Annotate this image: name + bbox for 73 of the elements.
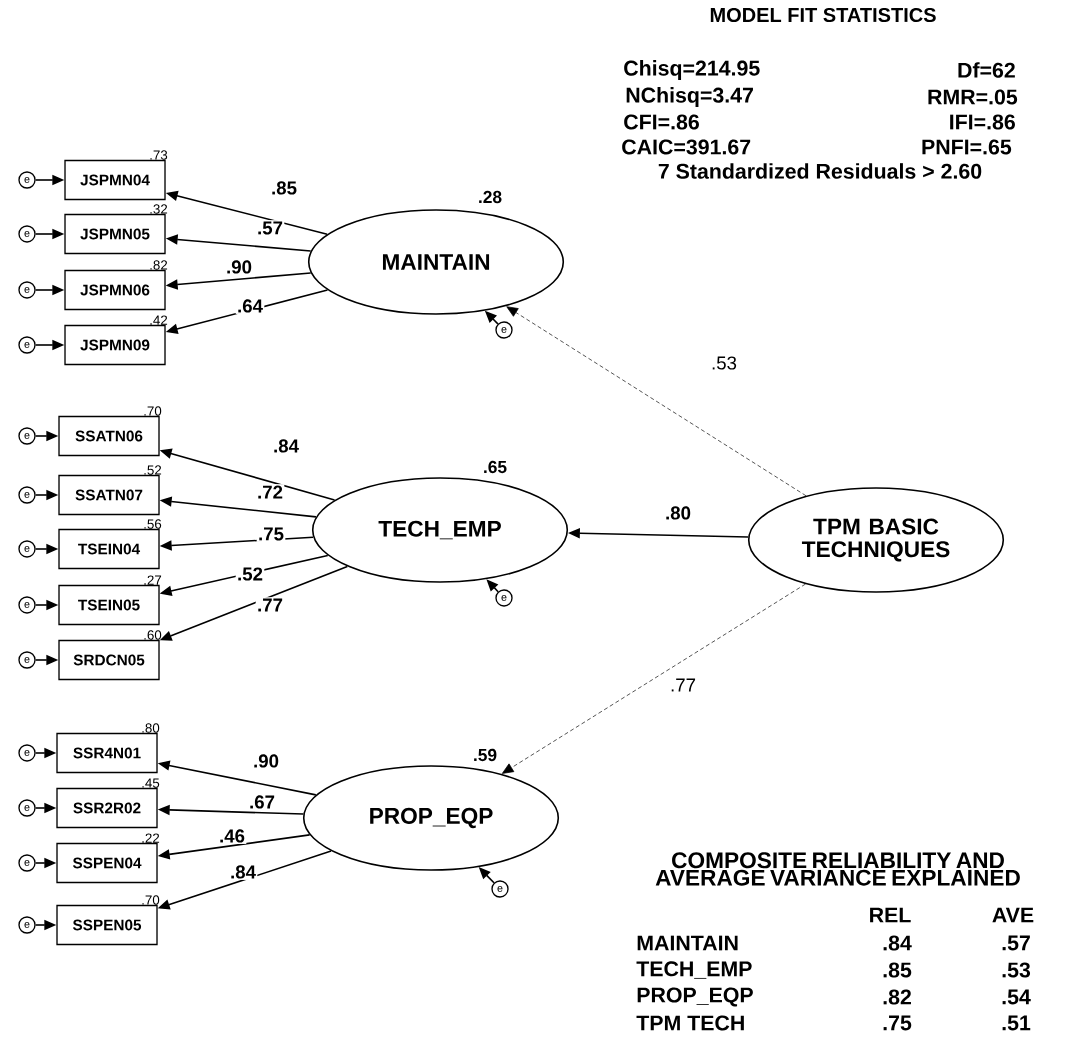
squared-correlation: .73 (150, 150, 168, 160)
squared-correlation: .59 (474, 748, 497, 762)
arrow (506, 306, 807, 497)
squared-correlation: .52 (144, 465, 162, 475)
path-coefficient: .84 (231, 865, 256, 879)
table-cell: .54 (1002, 989, 1031, 1005)
squared-correlation: .82 (150, 260, 168, 270)
indicator-box: SSPEN04 (56, 842, 158, 884)
arrow (486, 579, 499, 593)
squared-correlation: .70 (142, 895, 160, 905)
path-coefficient: .53 (712, 356, 737, 370)
fit-statistic: NChisq=3.47 (626, 87, 753, 107)
squared-correlation: .28 (479, 190, 502, 204)
indicator-box: SSATN07 (58, 474, 160, 516)
indicator-box: TSEIN04 (58, 528, 160, 570)
fit-statistic: CFI=.86 (624, 114, 699, 130)
table-cell: .82 (883, 989, 911, 1005)
indicator-box: TSEIN05 (58, 584, 160, 626)
table-cell: PROP_EQP (637, 987, 753, 1007)
indicator-box: JSPMN04 (64, 159, 166, 201)
fit-statistic: CAIC=391.67 (622, 139, 751, 155)
indicator-box: JSPMN06 (64, 269, 166, 311)
table-cell: AVE (992, 907, 1034, 923)
squared-correlation: .80 (142, 723, 160, 733)
table-cell: .84 (883, 935, 912, 951)
squared-correlation: .70 (144, 406, 162, 416)
path-coefficient: .64 (238, 299, 263, 313)
arrow (501, 583, 806, 774)
path-coefficient: .85 (272, 181, 297, 195)
path-coefficient: .67 (250, 795, 275, 809)
table-cell: TPM TECH (636, 1015, 744, 1031)
table-cell: .75 (883, 1015, 912, 1031)
heading: COMPOSITE RELIABILITY AND AVERAGE VARIANCE EXPLAINED (655, 852, 1020, 886)
table-cell: TECH_EMP (636, 961, 752, 979)
path-coefficient: .72 (258, 485, 283, 499)
heading: MODEL FIT STATISTICS (710, 7, 936, 23)
indicator-box: SSATN06 (58, 415, 160, 457)
indicator-box: SSR2R02 (56, 787, 158, 829)
path-coefficient: .90 (227, 260, 252, 274)
squared-correlation: .42 (150, 315, 168, 325)
squared-correlation: .22 (142, 833, 160, 843)
indicator-box: JSPMN05 (64, 213, 166, 255)
table-cell: .51 (1002, 1015, 1031, 1031)
table-cell: .57 (1002, 935, 1030, 951)
squared-correlation: .32 (150, 204, 168, 214)
indicator-box: SRDCN05 (58, 639, 160, 681)
fit-statistic: IFI=.86 (950, 114, 1015, 130)
table-cell: MAINTAIN (637, 935, 738, 951)
fit-statistic: 7 Standardized Residuals > 2.60 (658, 163, 982, 179)
path-coefficient: .80 (666, 506, 691, 520)
path-coefficient: .75 (259, 527, 284, 541)
fit-statistic: Df=62 (958, 62, 1015, 78)
fit-statistic: RMR=.05 (928, 89, 1018, 105)
path-coefficient: .77 (258, 598, 283, 612)
table-cell: .53 (1002, 962, 1031, 978)
path-coefficient: .57 (258, 221, 283, 235)
fit-statistic: Chisq=214.95 (624, 60, 760, 80)
squared-correlation: .27 (144, 575, 162, 585)
indicator-box: SSR4N01 (56, 732, 158, 774)
path-coefficient: .52 (238, 567, 263, 581)
table-cell: .85 (883, 962, 912, 978)
indicator-box: SSPEN05 (56, 904, 158, 946)
path-coefficient: .46 (220, 829, 245, 843)
indicator-box: JSPMN09 (64, 324, 166, 366)
path-coefficient: .77 (671, 678, 696, 692)
squared-correlation: .45 (142, 778, 160, 788)
path-coefficient: .90 (254, 754, 279, 768)
fit-statistic: PNFI=.65 (922, 139, 1012, 155)
table-cell: REL (870, 907, 911, 923)
squared-correlation: .60 (144, 630, 162, 640)
squared-correlation: .65 (484, 460, 507, 474)
squared-correlation: .56 (144, 519, 162, 529)
path-coefficient: .84 (274, 439, 299, 453)
